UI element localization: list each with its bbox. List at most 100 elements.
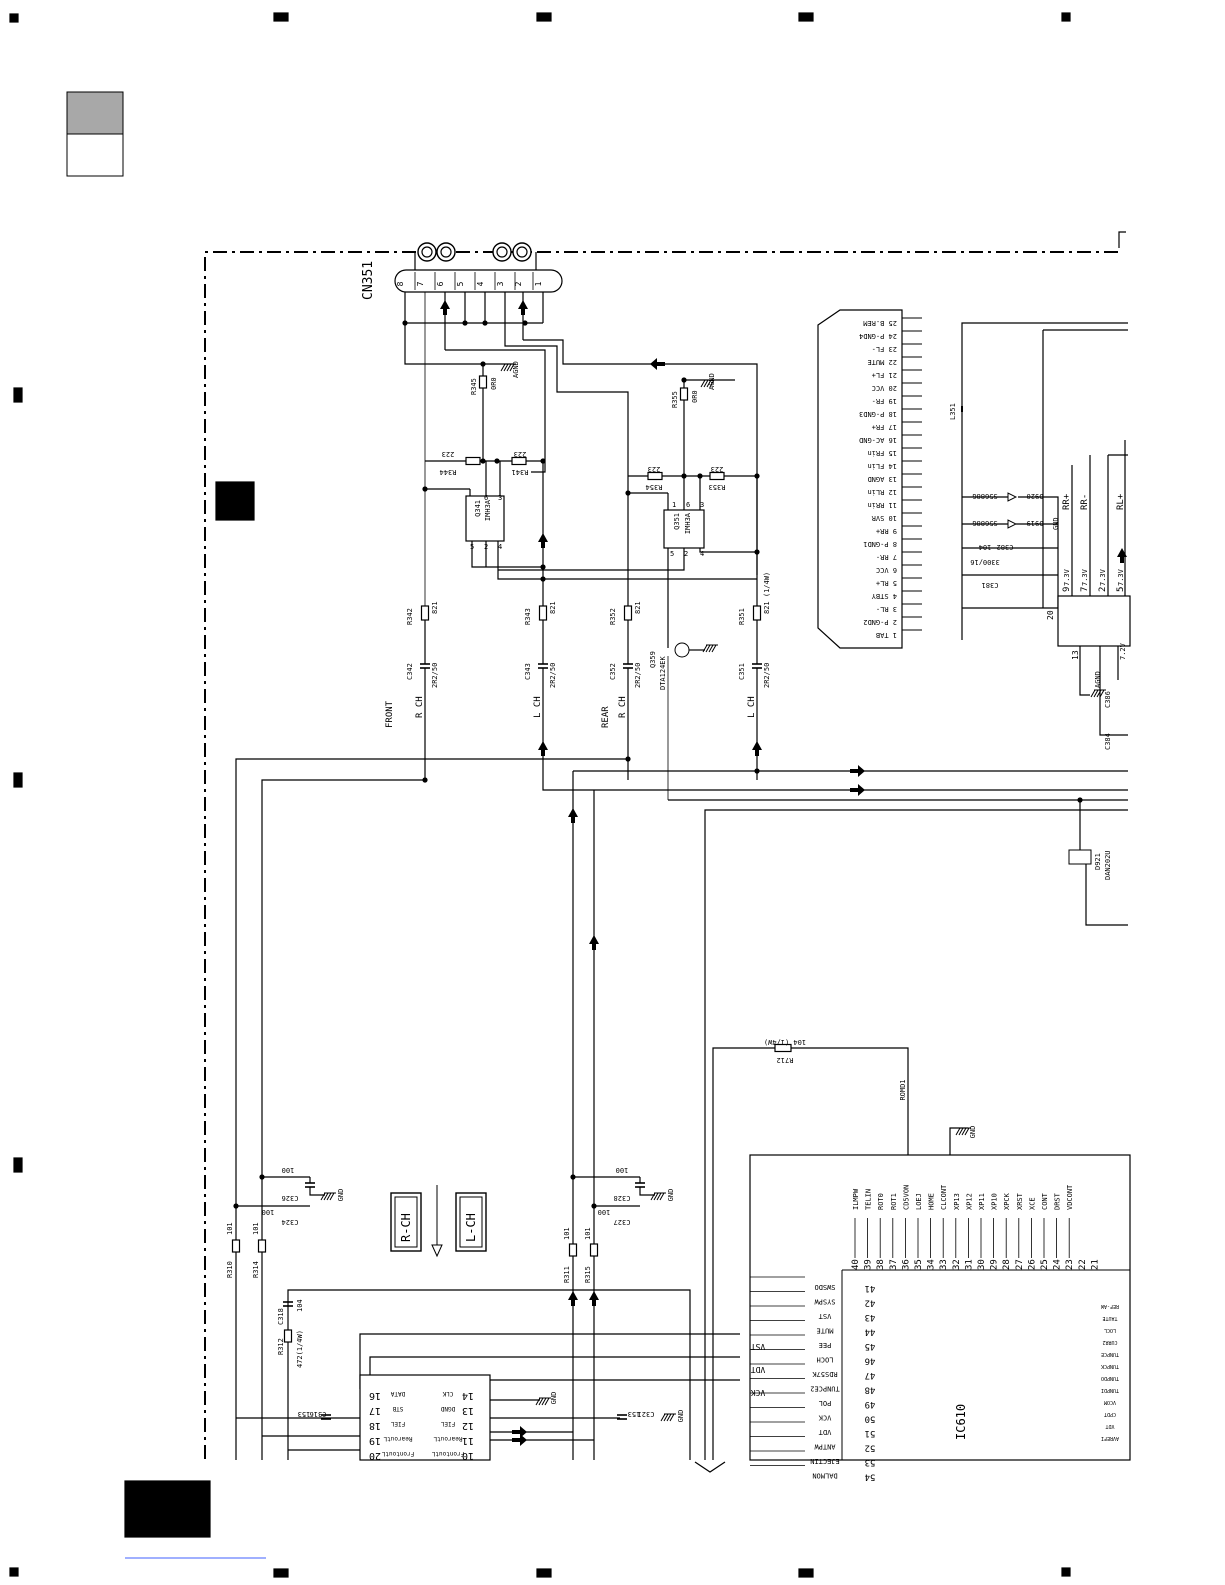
r-ch-label: R CH <box>618 696 628 718</box>
ground-icon <box>702 644 718 653</box>
c318-ref: C318 <box>277 1308 285 1325</box>
agnd-label: AGND <box>1094 671 1102 688</box>
junction-dot <box>259 1174 265 1180</box>
r311-value: 101 <box>563 1227 571 1240</box>
wire <box>1079 646 1090 696</box>
outline-corner <box>1118 231 1126 248</box>
amp-pin-label: 13 AGND <box>867 475 897 483</box>
cn351-pin-label: 5 <box>456 281 465 286</box>
ic610-inner-label: TUNPDO <box>1101 1375 1119 1381</box>
ic610-top-net: DRST <box>1054 1192 1062 1210</box>
ic610-inner-label: AVREFI <box>1101 1435 1119 1441</box>
r354-value: 223 <box>648 465 661 473</box>
cn351-pin-label: 1 <box>534 281 543 286</box>
c381-ref: C381 <box>982 581 999 589</box>
c327-value: 100 <box>598 1208 611 1216</box>
d921-diode <box>1068 849 1092 865</box>
c324-ref: C324 <box>282 1218 299 1226</box>
ground-icon <box>700 379 716 388</box>
junction-dot <box>402 320 408 326</box>
junction-dot <box>233 1203 239 1209</box>
r354-resistor <box>647 471 663 481</box>
ic610-inner-label: TAUTE <box>1102 1315 1117 1321</box>
rail-label: RR+ <box>1062 493 1072 510</box>
input-resistor <box>257 1239 267 1253</box>
r712-resistor <box>774 1043 792 1053</box>
corner-tab-white <box>66 133 124 177</box>
amp-pin-label: 11 RRin <box>867 501 897 509</box>
ic610-top-pin: 33 <box>939 1259 949 1270</box>
wire <box>497 541 757 580</box>
ic610-body <box>749 1154 1131 1461</box>
r344-resistor <box>465 456 481 466</box>
pin: 3 <box>498 494 502 502</box>
vol-ic-pin: 17 <box>369 1405 381 1416</box>
signal-arrow-left-icon <box>650 358 665 370</box>
capacitor-ref: C351 <box>738 663 746 680</box>
amp-pin-label: 19 FR- <box>872 397 897 405</box>
registration-mark <box>13 1157 23 1173</box>
ic610-left-net: TUNPCE2 <box>810 1385 840 1393</box>
ground-icon <box>1090 689 1106 698</box>
amp-pin-label: 25 B.REM <box>863 319 897 327</box>
pin: 6 <box>484 494 488 502</box>
wire <box>369 1356 740 1375</box>
c321-value: 153 <box>628 1410 641 1418</box>
junction-dot <box>591 1203 597 1209</box>
r311-ref: R311 <box>563 1266 571 1283</box>
ic610-top-pin: 23 <box>1065 1259 1075 1270</box>
q359-transistor-icon <box>674 642 690 658</box>
junction-dot <box>625 490 631 496</box>
d919-part: S5688G <box>972 519 997 527</box>
ic610-top-net: XCE <box>1028 1197 1036 1210</box>
ground-icon <box>320 1192 336 1201</box>
ground-icon <box>955 1127 971 1136</box>
r354-ref: R354 <box>646 483 663 491</box>
ic610-top-pin: 30 <box>977 1259 987 1270</box>
front-label: FRONT <box>385 700 395 728</box>
r315-ref: R315 <box>584 1266 592 1283</box>
ic610-top-net: CD5VON <box>902 1185 910 1210</box>
wire <box>712 1047 909 1460</box>
c386-ref: C386 <box>1104 691 1112 708</box>
amp-pin-label: 4 STBY <box>871 592 897 600</box>
r712-value: 104 (1/4W) <box>764 1038 806 1046</box>
junction-dot <box>540 576 546 582</box>
ic610-left-pin: 47 <box>865 1370 876 1380</box>
ic610-left-pin: 45 <box>865 1341 876 1351</box>
r312-value: 472(1/4W) <box>296 1330 304 1368</box>
vol-ic-pin-name: STB <box>392 1405 403 1412</box>
amp-pin-label: 18 P-GND3 <box>859 410 897 418</box>
ic610-top-net: XRST <box>1016 1192 1024 1210</box>
ic610-left-pin: 42 <box>865 1298 876 1308</box>
ic610-inner-label: VDT <box>1105 1423 1114 1429</box>
signal-arrow-right-icon <box>512 1434 527 1446</box>
junction-dot <box>697 473 703 479</box>
ic610-left-net: PEE <box>819 1341 832 1349</box>
junction-dot <box>754 549 760 555</box>
registration-mark <box>536 1568 552 1578</box>
ic610-left-pin: 50 <box>865 1414 876 1424</box>
signal-arrow-right-icon <box>850 765 865 777</box>
amp-pin-label: 5 RL+ <box>876 579 897 587</box>
wire <box>498 548 685 571</box>
signal-arrow-right-icon <box>850 784 865 796</box>
c327-ref: C327 <box>614 1218 631 1226</box>
r355-value: 0R0 <box>691 390 699 403</box>
ground-icon <box>535 1397 551 1406</box>
volume-ic <box>359 1374 491 1461</box>
signal-arrow-up-icon <box>568 808 578 823</box>
cn351-body <box>394 269 563 293</box>
corner-tab-gray <box>66 91 124 135</box>
junction-dot <box>462 320 468 326</box>
q341-part: IMH3A <box>484 499 492 521</box>
cn351-pin-label: 2 <box>514 281 523 286</box>
wire <box>471 541 543 568</box>
volt-label: 7.3V <box>1117 568 1125 586</box>
pin-label: 20 <box>1046 610 1055 620</box>
r341-value: 223 <box>514 450 527 458</box>
r353-value: 223 <box>711 465 724 473</box>
ic610-left-net: MUTE <box>817 1327 834 1335</box>
junction-dot <box>754 768 760 774</box>
ic610-top-pin: 27 <box>1015 1259 1025 1270</box>
